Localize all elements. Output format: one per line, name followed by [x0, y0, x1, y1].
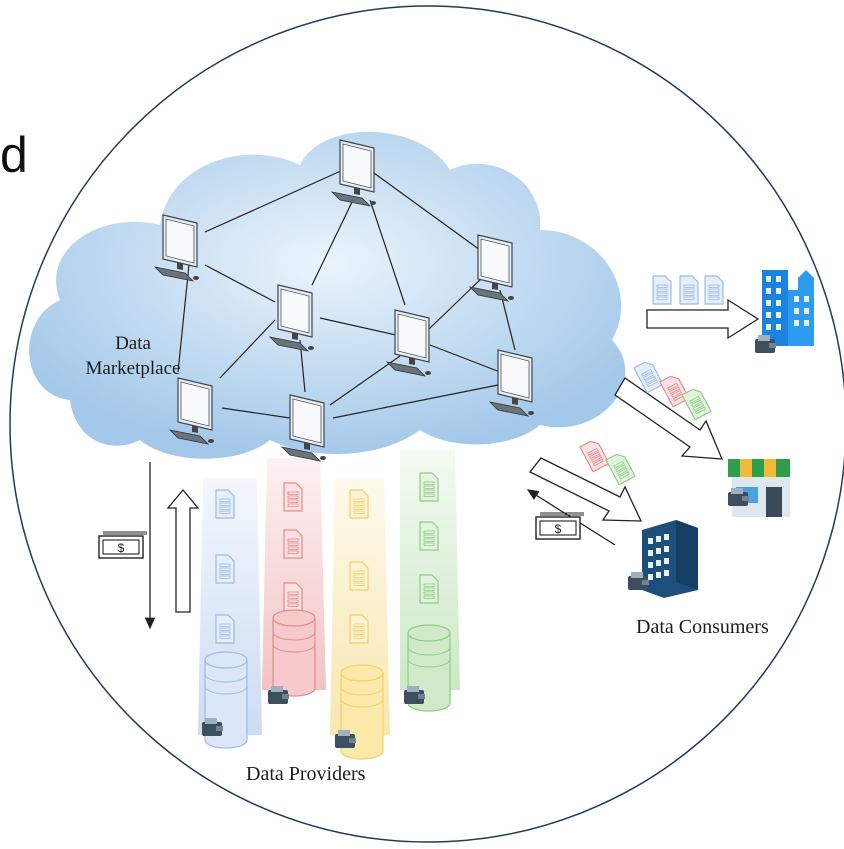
computer-icon — [330, 139, 376, 207]
wallet-icon — [728, 488, 749, 506]
document-icon — [349, 561, 369, 591]
document-icon — [605, 453, 636, 486]
building-icon — [762, 270, 814, 346]
marketplace-label: Data Marketplace — [58, 331, 208, 381]
payment-flow-left: $ — [98, 462, 200, 630]
consumers-label: Data Consumers — [636, 616, 769, 638]
document-icon — [283, 582, 303, 612]
document-icon — [215, 554, 235, 584]
document-icon — [679, 275, 699, 305]
document-icon — [419, 472, 439, 502]
document-icon — [704, 275, 724, 305]
computer-icon — [168, 377, 214, 445]
scope-circle — [9, 5, 844, 843]
wallet-icon — [335, 730, 356, 748]
wallet-icon — [202, 718, 223, 736]
database-icon — [272, 609, 316, 697]
document-icon — [652, 275, 672, 305]
computer-icon — [153, 214, 199, 282]
computer-icon — [385, 309, 431, 377]
network-links — [177, 167, 516, 419]
computer-icon — [280, 394, 326, 462]
computer-icon — [468, 234, 514, 302]
document-icon — [419, 521, 439, 551]
marketplace-cloud — [29, 131, 626, 459]
money-icon: $ — [535, 512, 584, 540]
wallet-icon — [755, 335, 776, 353]
up-arrow — [166, 488, 200, 613]
document-icon — [283, 482, 303, 512]
document-icon — [215, 614, 235, 644]
wallet-icon — [268, 686, 289, 704]
document-icon — [215, 489, 235, 519]
cropped-text-fragment: d — [0, 127, 28, 183]
computer-icon — [488, 349, 534, 417]
document-icon — [349, 614, 369, 644]
office-icon — [642, 520, 698, 598]
money-icon: $ — [98, 531, 147, 559]
svg-text:$: $ — [118, 541, 125, 555]
document-icon — [659, 375, 690, 408]
marketplace-label-line2: Marketplace — [85, 358, 181, 379]
consumer-arrows — [528, 298, 760, 522]
document-icon — [349, 489, 369, 519]
providers-label: Data Providers — [246, 763, 366, 785]
document-icon — [283, 529, 303, 559]
document-icon — [633, 361, 664, 394]
svg-text:$: $ — [555, 522, 562, 536]
wallet-icon — [628, 572, 649, 590]
document-icon — [681, 388, 712, 421]
document-icon — [419, 574, 439, 604]
wallet-icon — [404, 686, 425, 704]
document-icon — [579, 440, 610, 473]
computer-icon — [268, 284, 314, 352]
marketplace-label-line1: Data — [115, 333, 151, 354]
